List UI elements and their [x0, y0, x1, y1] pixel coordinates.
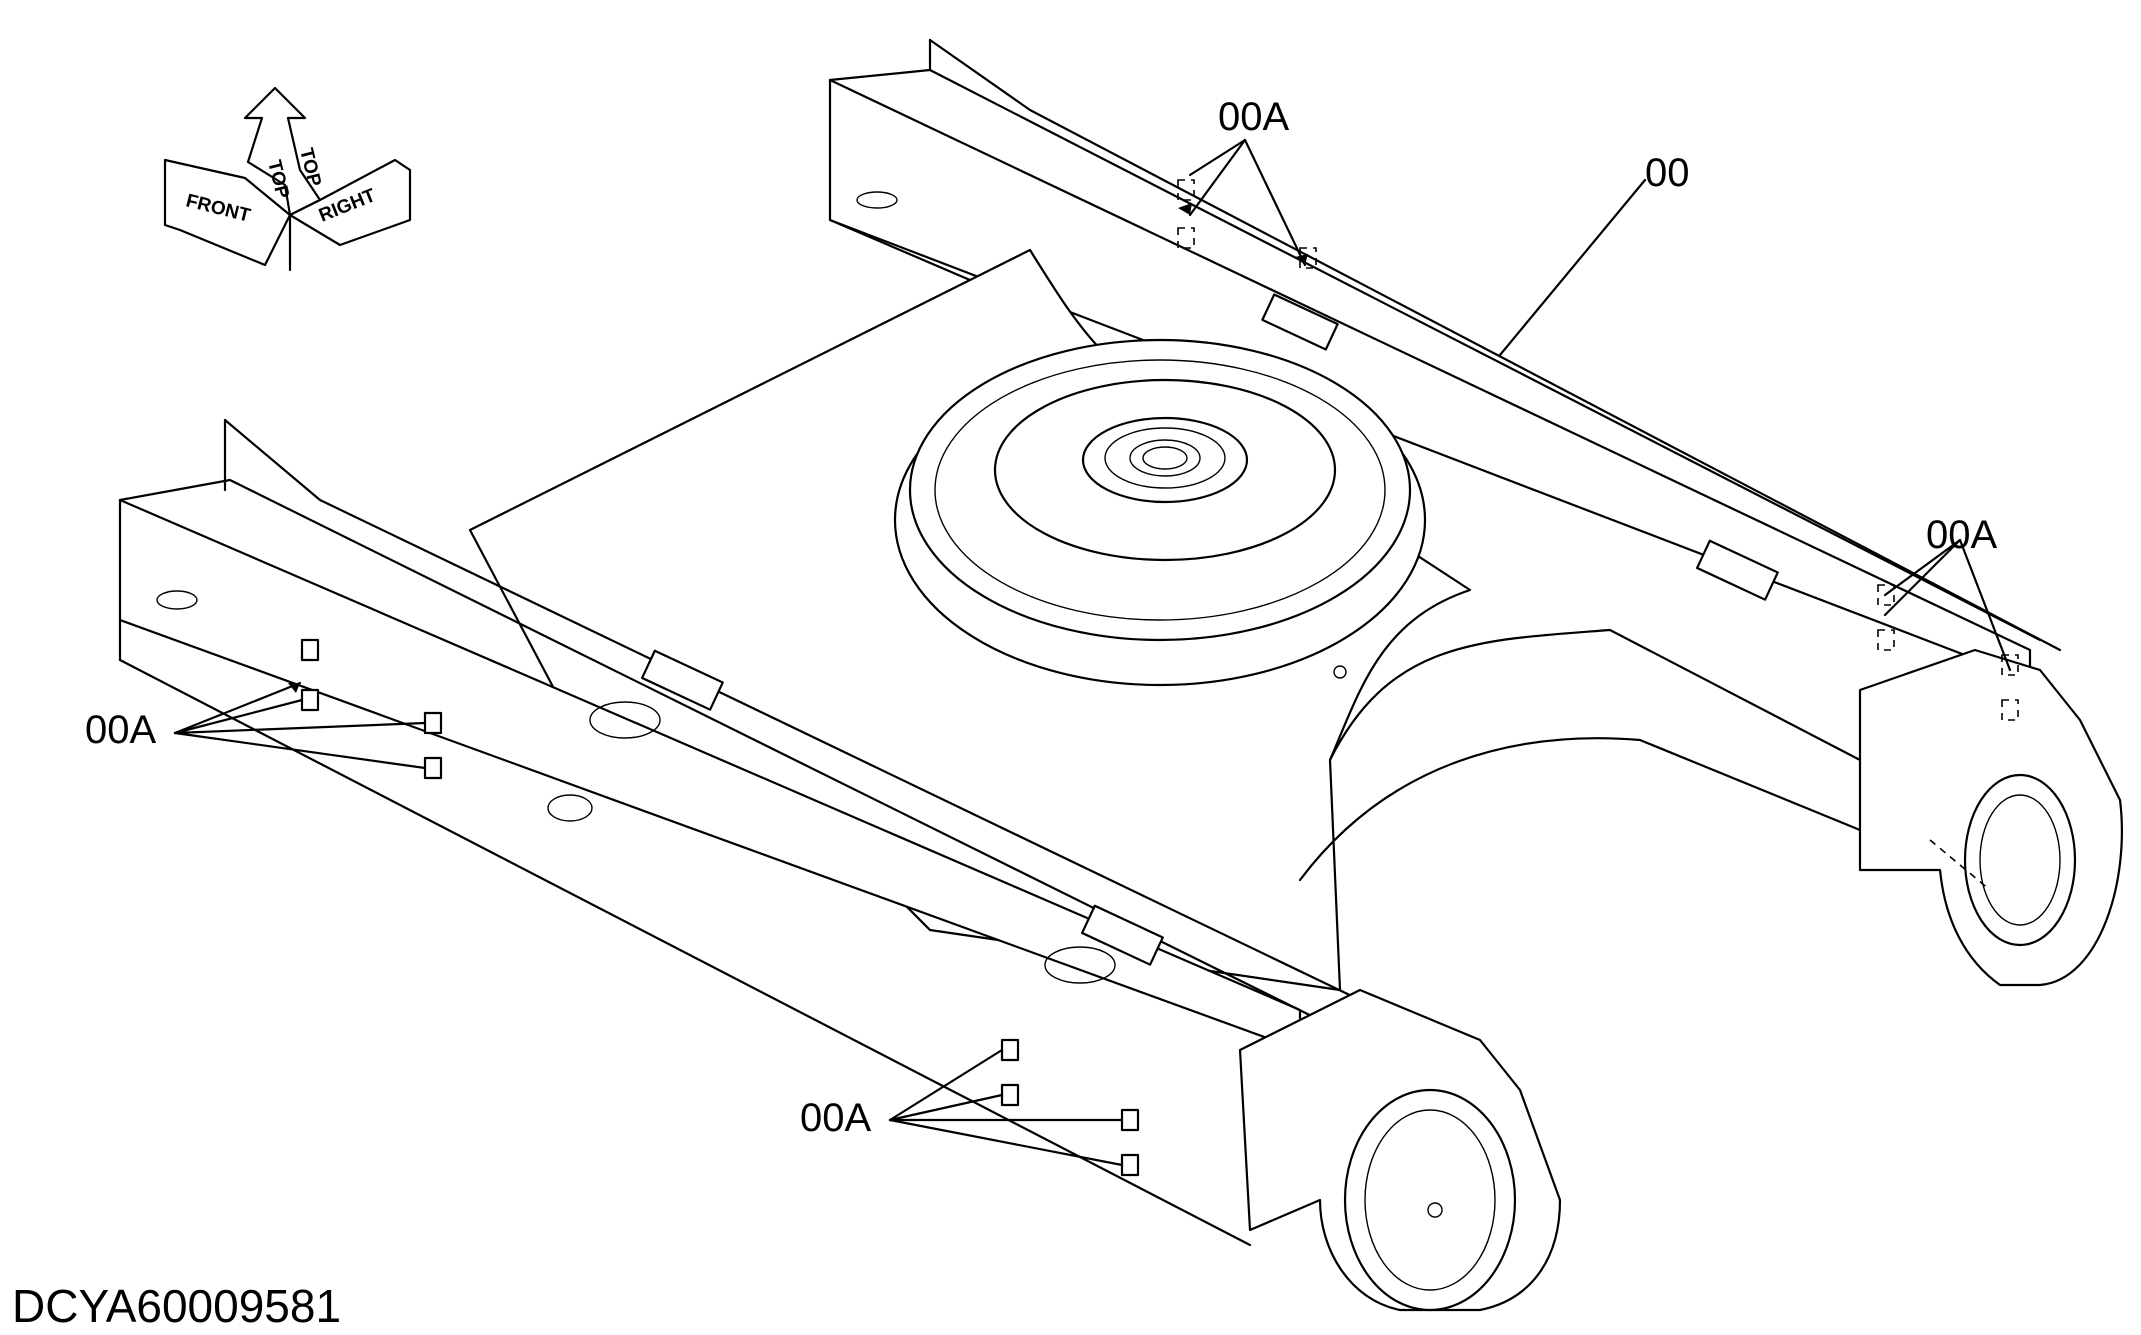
swing-circle: [893, 338, 1427, 687]
callout-00a-bottom: 00A: [800, 1096, 871, 1140]
front-side-frame: [118, 418, 1362, 1247]
callout-00-main: 00: [1645, 151, 1690, 195]
front-travel-motor-housing: [1238, 988, 1562, 1312]
leader-lines: [173, 138, 2012, 1167]
callout-00a-right: 00A: [1926, 513, 1997, 557]
rear-side-frame: [828, 38, 2062, 682]
callout-00a-top: 00A: [1218, 95, 1289, 139]
orientation-symbol: TOP TOP FRONT RIGHT: [163, 86, 412, 272]
document-id: DCYA60009581: [12, 1280, 341, 1332]
callout-00a-left: 00A: [85, 708, 156, 752]
rear-travel-motor-housing: [1858, 648, 2123, 987]
